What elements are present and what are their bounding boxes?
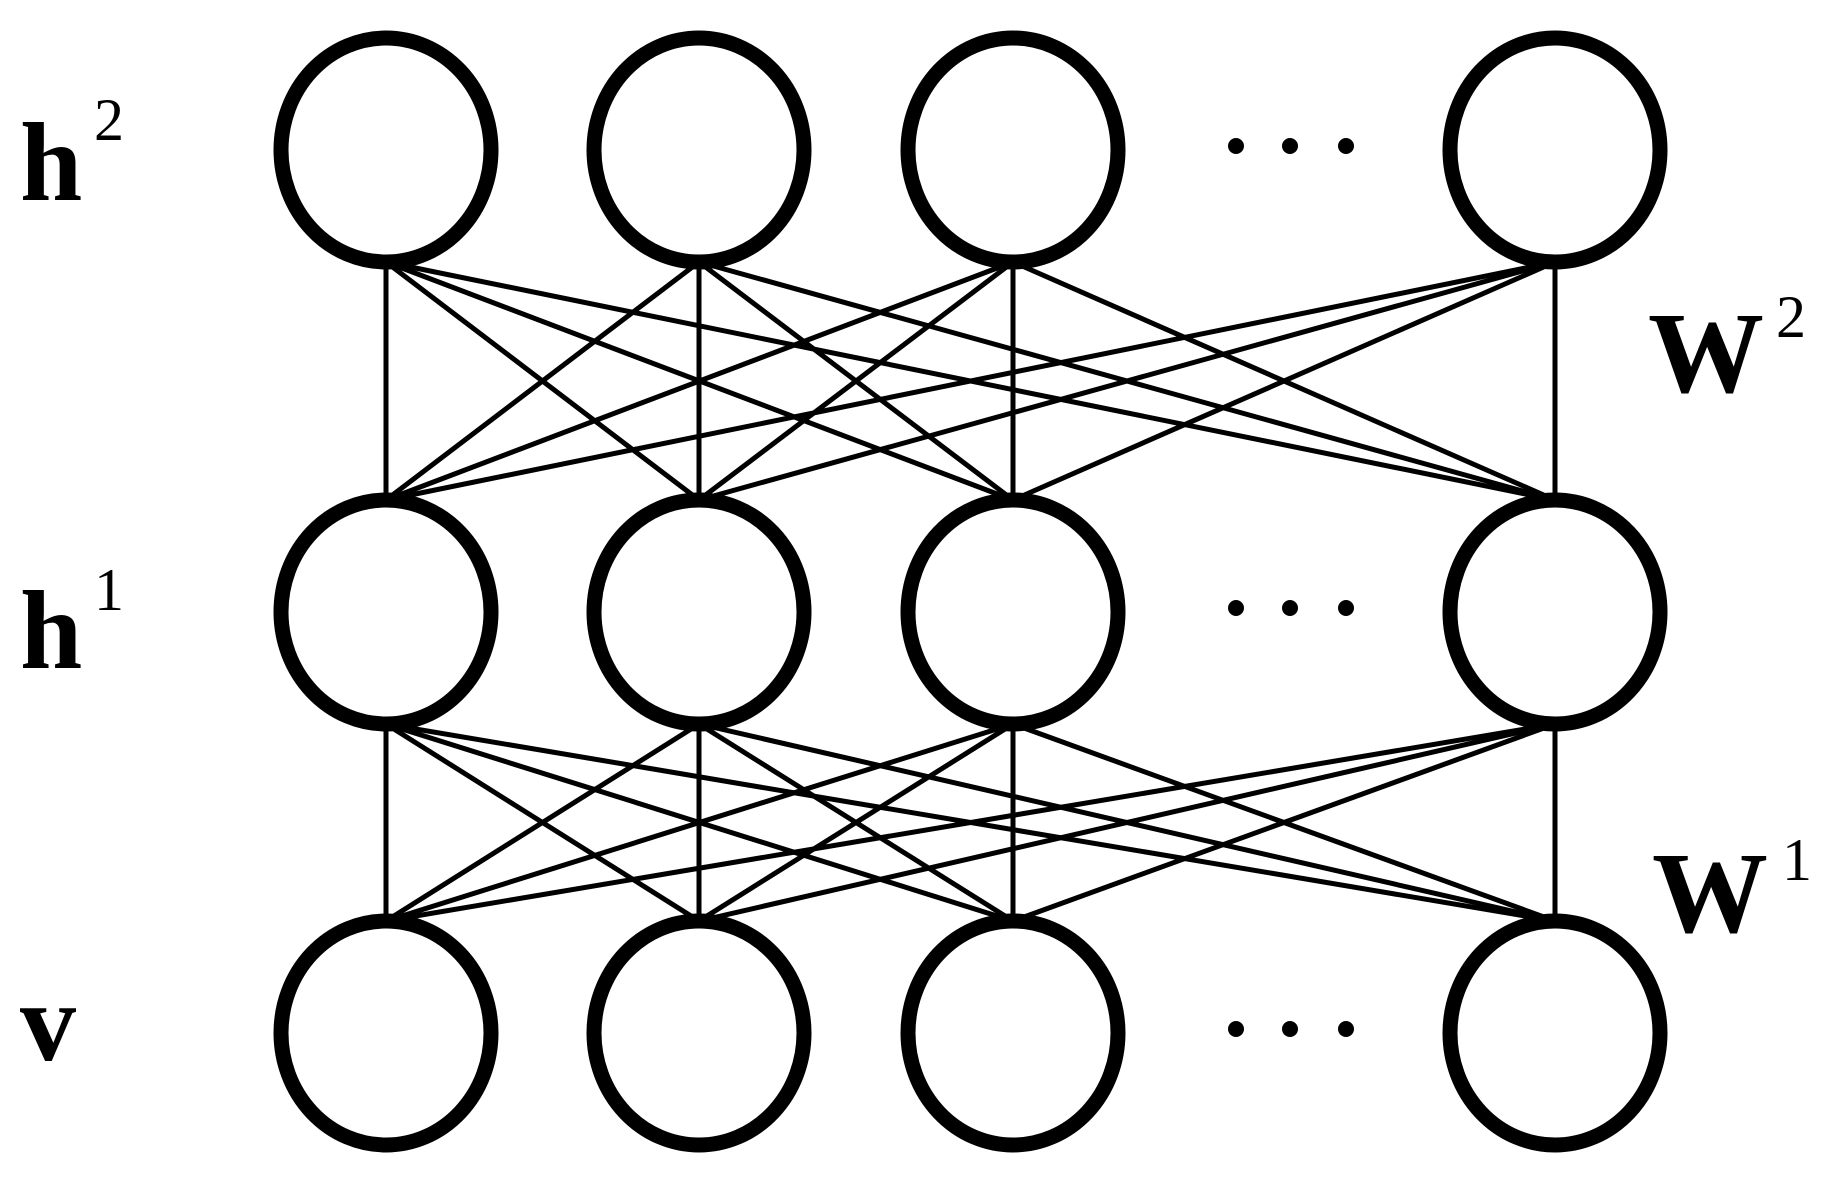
node-v-1	[586, 913, 812, 1153]
ellipsis-dot-h1-1	[1282, 600, 1298, 616]
edge-w1-1-0	[383, 721, 702, 924]
node-h1-2	[900, 492, 1126, 732]
node-h2-3	[1442, 30, 1668, 270]
node-v-3	[1442, 913, 1668, 1153]
layer-label-v: v	[20, 961, 76, 1085]
edge-w2-3-0	[383, 259, 1558, 503]
ellipsis-dot-h2-2	[1338, 138, 1354, 154]
layer-label-h2: h	[20, 101, 82, 225]
edge-w1-3-2	[1010, 721, 1558, 924]
weight-label-w2: W	[1648, 290, 1764, 418]
edge-w2-2-1	[696, 259, 1016, 503]
layer-label-h2-superscript: 2	[94, 87, 124, 153]
edge-w2-2-0	[383, 259, 1016, 503]
ellipsis-dot-v-0	[1228, 1021, 1244, 1037]
ellipsis-dot-v-1	[1282, 1021, 1298, 1037]
node-v-0	[273, 913, 499, 1153]
connection-edges	[383, 259, 1558, 924]
node-v-2	[900, 913, 1126, 1153]
edge-w2-1-0	[383, 259, 702, 503]
node-h2-0	[273, 30, 499, 270]
node-h1-0	[273, 492, 499, 732]
ellipsis-dot-h2-1	[1282, 138, 1298, 154]
node-h2-2	[900, 30, 1126, 270]
ellipsis-dot-v-2	[1338, 1021, 1354, 1037]
ellipsis-dot-h2-0	[1228, 138, 1244, 154]
edge-w1-2-1	[696, 721, 1016, 924]
layer-label-h1: h	[20, 569, 82, 693]
weight-label-w1: W	[1652, 830, 1768, 958]
edge-w2-3-2	[1010, 259, 1558, 503]
edge-w1-3-0	[383, 721, 1558, 924]
node-h1-3	[1442, 492, 1668, 732]
layer-label-h1-superscript: 1	[94, 557, 124, 623]
edge-w1-3-1	[696, 721, 1558, 924]
unit-nodes	[273, 30, 1668, 1153]
ellipsis-markers	[1228, 138, 1354, 1037]
node-h1-1	[586, 492, 812, 732]
node-h2-1	[586, 30, 812, 270]
weight-label-w2-superscript: 2	[1776, 284, 1806, 350]
weight-label-w1-superscript: 1	[1782, 827, 1812, 893]
ellipsis-dot-h1-0	[1228, 600, 1244, 616]
ellipsis-dot-h1-2	[1338, 600, 1354, 616]
edge-w1-2-0	[383, 721, 1016, 924]
edge-w2-3-1	[696, 259, 1558, 503]
